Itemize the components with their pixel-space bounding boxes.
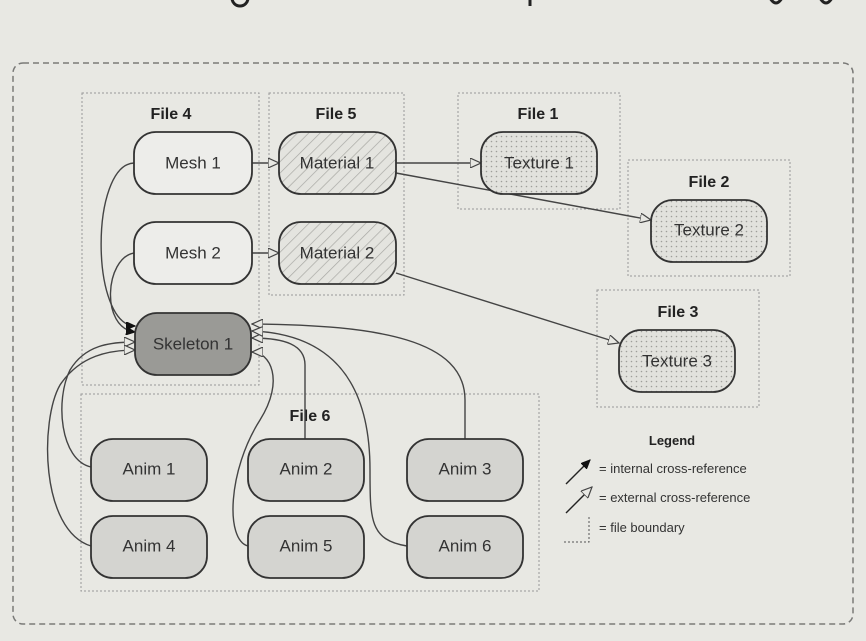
legend-boundary: = file boundary: [599, 520, 685, 535]
external-arrow-icon: [565, 487, 592, 514]
node-label: Mesh 1: [165, 153, 221, 172]
file-label: File 3: [658, 304, 699, 321]
cut-off-heading: [230, 0, 833, 8]
node-material-2: Material 2: [278, 221, 397, 285]
node-material-1: Material 1: [278, 131, 397, 195]
legend-title: Legend: [649, 433, 695, 448]
outer-boundary: [12, 62, 854, 625]
edge-anim6-skeleton1: [252, 331, 408, 547]
file-boundary-file1: File 1: [457, 92, 621, 210]
node-label: Material 2: [300, 243, 375, 262]
node-anim-4: Anim 4: [90, 515, 208, 579]
node-mesh-2: Mesh 2: [133, 221, 253, 285]
edge-material1-texture2: [395, 172, 651, 220]
node-label: Texture 1: [504, 153, 574, 172]
file-boundary-file3: File 3: [596, 289, 760, 408]
node-texture-3: Texture 3: [618, 329, 736, 393]
node-label: Texture 3: [642, 351, 712, 370]
edge-anim4-skeleton1: [46, 350, 135, 547]
edge-anim3-skeleton1: [252, 324, 466, 443]
node-label: Skeleton 1: [153, 334, 233, 353]
file-boundary-icon: [564, 516, 590, 543]
internal-arrow-icon: [565, 460, 590, 485]
node-anim-5: Anim 5: [247, 515, 365, 579]
file-label: File 5: [316, 106, 357, 123]
node-label: Material 1: [300, 153, 375, 172]
node-label: Mesh 2: [165, 243, 221, 262]
node-label: Anim 4: [123, 536, 176, 555]
edges: [46, 162, 651, 547]
node-anim-2: Anim 2: [247, 438, 365, 502]
file-label: File 4: [151, 106, 192, 123]
file-boundary-file5: File 5: [268, 92, 405, 296]
edge-mesh2-skeleton1: [109, 252, 135, 332]
node-label: Anim 1: [123, 459, 176, 478]
node-label: Anim 5: [280, 536, 333, 555]
edge-anim2-skeleton1: [252, 338, 306, 443]
node-label: Anim 3: [439, 459, 492, 478]
node-anim-3: Anim 3: [406, 438, 524, 502]
file-boundary-file6: File 6: [80, 393, 540, 592]
legend-internal: = internal cross-reference: [599, 461, 747, 476]
file-label: File 1: [518, 106, 559, 123]
node-label: Anim 2: [280, 459, 333, 478]
node-texture-2: Texture 2: [650, 199, 768, 263]
node-skeleton-1: Skeleton 1: [134, 312, 252, 376]
node-texture-1: Texture 1: [480, 131, 598, 195]
file-boundary-file4: File 4: [81, 92, 260, 386]
edge-mesh1-skeleton1: [100, 162, 135, 326]
node-anim-1: Anim 1: [90, 438, 208, 502]
node-label: Anim 6: [439, 536, 492, 555]
file-label: File 2: [689, 174, 730, 191]
node-mesh-1: Mesh 1: [133, 131, 253, 195]
node-label: Texture 2: [674, 220, 744, 239]
file-label: File 6: [290, 408, 331, 425]
file-boundary-file2: File 2: [627, 159, 791, 277]
edge-anim5-skeleton1: [232, 352, 274, 547]
legend-external: = external cross-reference: [599, 490, 750, 505]
edge-material2-texture3: [395, 272, 619, 343]
legend: Legend = internal cross-reference = exte…: [564, 433, 750, 543]
node-anim-6: Anim 6: [406, 515, 524, 579]
